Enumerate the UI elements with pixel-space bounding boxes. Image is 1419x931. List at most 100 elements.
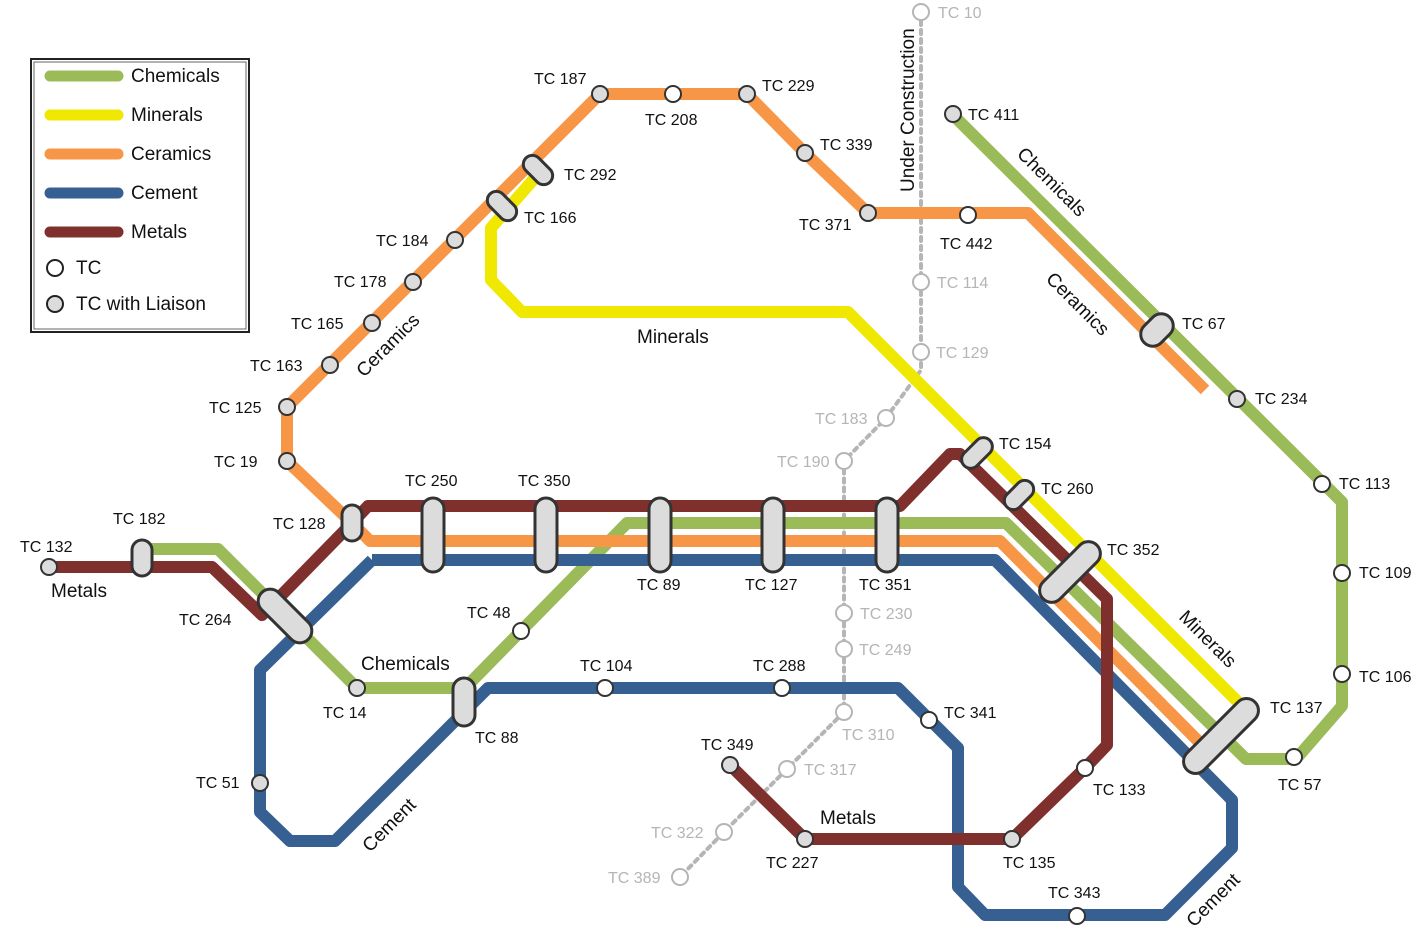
label-tc264: TC 264 — [179, 612, 232, 629]
tc184-station[interactable] — [446, 231, 464, 249]
tc249-station[interactable] — [835, 640, 853, 658]
tc129-station[interactable] — [912, 343, 930, 361]
label-tc350: TC 350 — [518, 473, 571, 490]
label-tc343: TC 343 — [1048, 885, 1101, 902]
tc89-liaison[interactable] — [647, 496, 673, 574]
label-tc132: TC 132 — [20, 539, 73, 556]
tc351-liaison[interactable] — [874, 496, 900, 574]
label-tc183: TC 183 — [815, 411, 868, 428]
tc190-station[interactable] — [835, 452, 853, 470]
tc163-station[interactable] — [321, 356, 339, 374]
tc250-liaison[interactable] — [420, 496, 446, 574]
chemicals-mid-label: Chemicals — [361, 654, 450, 675]
tc106-station[interactable] — [1333, 665, 1351, 683]
tc371-station[interactable] — [859, 204, 877, 222]
label-tc67: TC 67 — [1182, 316, 1226, 333]
tc57-station[interactable] — [1285, 748, 1303, 766]
label-tc51: TC 51 — [196, 775, 240, 792]
label-tc349: TC 349 — [701, 737, 754, 754]
tc178-station[interactable] — [404, 273, 422, 291]
tc10-station[interactable] — [912, 3, 930, 21]
tc114-station[interactable] — [912, 273, 930, 291]
tc260-liaison[interactable] — [1001, 477, 1038, 514]
tc183-station[interactable] — [877, 409, 895, 427]
tc310-station[interactable] — [835, 703, 853, 721]
tc137-liaison[interactable] — [1179, 694, 1264, 779]
tc51-station[interactable] — [251, 774, 269, 792]
tc14-station[interactable] — [348, 679, 366, 697]
tc128-liaison[interactable] — [340, 503, 364, 543]
tc48-station[interactable] — [512, 622, 530, 640]
minerals-line — [485, 168, 1253, 717]
tc341-station[interactable] — [920, 711, 938, 729]
minerals-top-label: Minerals — [637, 327, 709, 348]
label-tc292: TC 292 — [564, 167, 617, 184]
label-tc184: TC 184 — [376, 233, 429, 250]
label-tc14: TC 14 — [323, 705, 367, 722]
label-tc230: TC 230 — [860, 606, 913, 623]
legend-label-metals: Metals — [131, 222, 187, 243]
tc349-station[interactable] — [721, 756, 739, 774]
tc411-station[interactable] — [944, 105, 962, 123]
tc229-station[interactable] — [738, 85, 756, 103]
tc166-liaison[interactable] — [484, 188, 521, 225]
tc109-station[interactable] — [1333, 564, 1351, 582]
tc264-liaison[interactable] — [253, 584, 317, 648]
label-tc260: TC 260 — [1041, 481, 1094, 498]
tc339-station[interactable] — [796, 144, 814, 162]
label-tc249: TC 249 — [859, 642, 912, 659]
tc442-station[interactable] — [959, 206, 977, 224]
tc165-station[interactable] — [363, 314, 381, 332]
label-tc317: TC 317 — [804, 762, 857, 779]
label-tc57: TC 57 — [1278, 777, 1322, 794]
tc132-station[interactable] — [40, 558, 58, 576]
tc292-liaison[interactable] — [520, 152, 557, 189]
tc67-liaison[interactable] — [1136, 309, 1178, 351]
tc133-station[interactable] — [1076, 759, 1094, 777]
tc208-station[interactable] — [664, 85, 682, 103]
label-tc310: TC 310 — [842, 727, 895, 744]
label-tc339: TC 339 — [820, 137, 873, 154]
tc317-station[interactable] — [778, 760, 796, 778]
legend-tc-label: TC — [76, 258, 101, 279]
liaison-stations — [130, 152, 1264, 779]
tc154-liaison[interactable] — [958, 434, 996, 472]
tc125-station[interactable] — [278, 398, 296, 416]
tc88-liaison[interactable] — [451, 676, 477, 728]
tc234-station[interactable] — [1228, 390, 1246, 408]
label-tc187: TC 187 — [534, 71, 587, 88]
label-tc411: TC 411 — [968, 107, 1019, 124]
label-tc182: TC 182 — [113, 511, 166, 528]
tc389-station[interactable] — [671, 868, 689, 886]
tc322-station[interactable] — [715, 823, 733, 841]
label-tc178: TC 178 — [334, 274, 387, 291]
label-tc109: TC 109 — [1359, 565, 1412, 582]
label-tc19: TC 19 — [214, 454, 258, 471]
tc182-liaison[interactable] — [130, 538, 154, 578]
tc350-liaison[interactable] — [533, 496, 559, 574]
tc352-liaison[interactable] — [1035, 537, 1106, 608]
cement-line — [254, 554, 1238, 921]
tc135-station[interactable] — [1003, 830, 1021, 848]
tc288-station[interactable] — [773, 679, 791, 697]
tc187-station[interactable] — [591, 85, 609, 103]
tc-liaison-stations — [40, 85, 1246, 848]
tc113-station[interactable] — [1313, 475, 1331, 493]
label-tc104: TC 104 — [580, 658, 633, 675]
chemicals-line — [142, 109, 1348, 765]
tc230-station[interactable] — [835, 604, 853, 622]
tc104-station[interactable] — [596, 679, 614, 697]
label-tc371: TC 371 — [799, 217, 852, 234]
tc343-station[interactable] — [1068, 907, 1086, 925]
label-tc48: TC 48 — [467, 605, 511, 622]
label-tc227: TC 227 — [766, 855, 819, 872]
uc-stations — [671, 3, 930, 886]
label-tc165: TC 165 — [291, 316, 344, 333]
label-tc106: TC 106 — [1359, 669, 1412, 686]
tc127-liaison[interactable] — [760, 496, 786, 574]
tc227-station[interactable] — [796, 830, 814, 848]
tc19-station[interactable] — [278, 452, 296, 470]
label-tc166: TC 166 — [524, 210, 577, 227]
label-tc137: TC 137 — [1270, 700, 1323, 717]
